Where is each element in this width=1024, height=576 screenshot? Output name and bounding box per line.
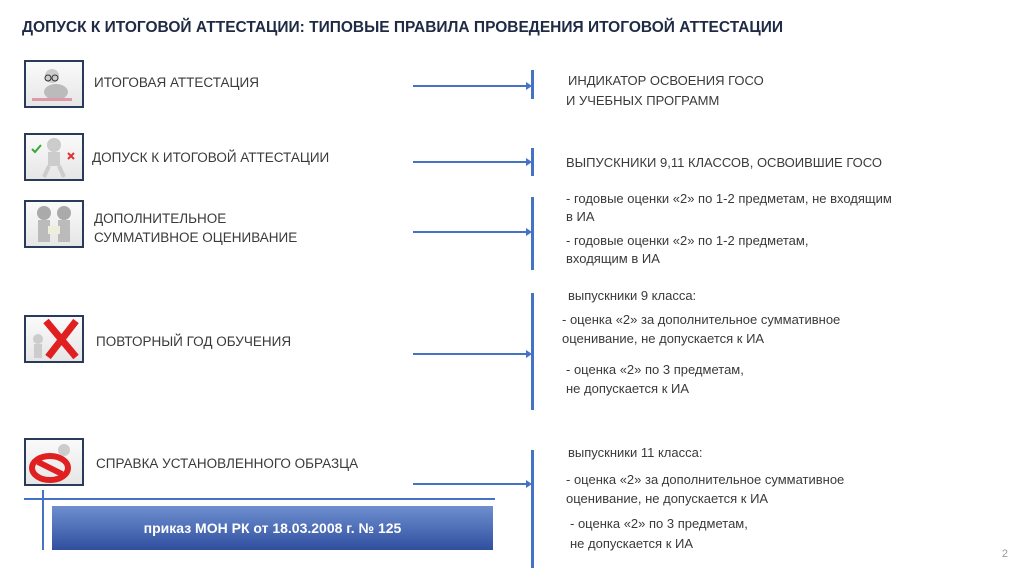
arrow bbox=[413, 350, 532, 358]
row-label: СПРАВКА УСТАНОВЛЕННОГО ОБРАЗЦА bbox=[96, 456, 359, 471]
row-detail: входящим в ИА bbox=[566, 251, 660, 266]
row-detail: выпускники 9 класса: bbox=[568, 288, 697, 303]
row-detail: оценивание, не допускается к ИА bbox=[562, 331, 765, 346]
red-x-person-icon bbox=[24, 315, 84, 363]
row-detail: - оценка «2» за дополнительное суммативн… bbox=[562, 312, 841, 327]
bracket-bar bbox=[531, 148, 534, 176]
row-label: ИТОГОВАЯ АТТЕСТАЦИЯ bbox=[94, 75, 259, 90]
row-detail: - годовые оценки «2» по 1-2 предметам, н… bbox=[566, 191, 892, 206]
row-detail: ВЫПУСКНИКИ 9,11 КЛАССОВ, ОСВОИВШИЕ ГОСО bbox=[566, 155, 882, 170]
prohibited-sign-icon bbox=[24, 438, 84, 486]
row-detail: - оценка «2» за дополнительное суммативн… bbox=[566, 472, 845, 487]
arrow bbox=[413, 158, 532, 166]
order-reference-banner: приказ МОН РК от 18.03.2008 г. № 125 bbox=[52, 506, 493, 550]
row-label: ДОПОЛНИТЕЛЬНОЕ bbox=[94, 211, 227, 226]
check-cross-person-icon bbox=[24, 133, 84, 181]
row-detail: в ИА bbox=[566, 209, 595, 224]
divider-line bbox=[24, 498, 495, 500]
row-detail: И УЧЕБНЫХ ПРОГРАММ bbox=[566, 93, 720, 108]
bracket-bar bbox=[531, 70, 534, 99]
bracket-bar bbox=[531, 450, 534, 568]
arrow bbox=[413, 228, 532, 236]
row-detail: - годовые оценки «2» по 1-2 предметам, bbox=[566, 233, 809, 248]
arrow bbox=[413, 82, 532, 90]
row-label: ПОВТОРНЫЙ ГОД ОБУЧЕНИЯ bbox=[96, 334, 292, 349]
bracket-bar bbox=[531, 197, 534, 270]
arrow bbox=[413, 480, 532, 488]
reading-person-icon bbox=[24, 60, 84, 108]
bracket-bar bbox=[531, 293, 534, 410]
row-detail: не допускается к ИА bbox=[566, 381, 690, 396]
row-detail: оценивание, не допускается к ИА bbox=[566, 491, 769, 506]
row-label: СУММАТИВНОЕ ОЦЕНИВАНИЕ bbox=[94, 230, 298, 245]
row-label: ДОПУСК К ИТОГОВОЙ АТТЕСТАЦИИ bbox=[92, 150, 330, 165]
divider-line bbox=[42, 490, 44, 550]
row-detail: - оценка «2» по 3 предметам, bbox=[570, 516, 748, 531]
row-detail: ИНДИКАТОР ОСВОЕНИЯ ГОСО bbox=[568, 73, 764, 88]
page-number: 2 bbox=[1001, 548, 1008, 560]
two-persons-icon bbox=[24, 200, 84, 248]
row-detail: не допускается к ИА bbox=[570, 536, 694, 551]
page-title: ДОПУСК К ИТОГОВОЙ АТТЕСТАЦИИ: ТИПОВЫЕ ПР… bbox=[22, 19, 783, 36]
row-detail: выпускники 11 класса: bbox=[568, 445, 703, 460]
row-detail: - оценка «2» по 3 предметам, bbox=[566, 362, 744, 377]
